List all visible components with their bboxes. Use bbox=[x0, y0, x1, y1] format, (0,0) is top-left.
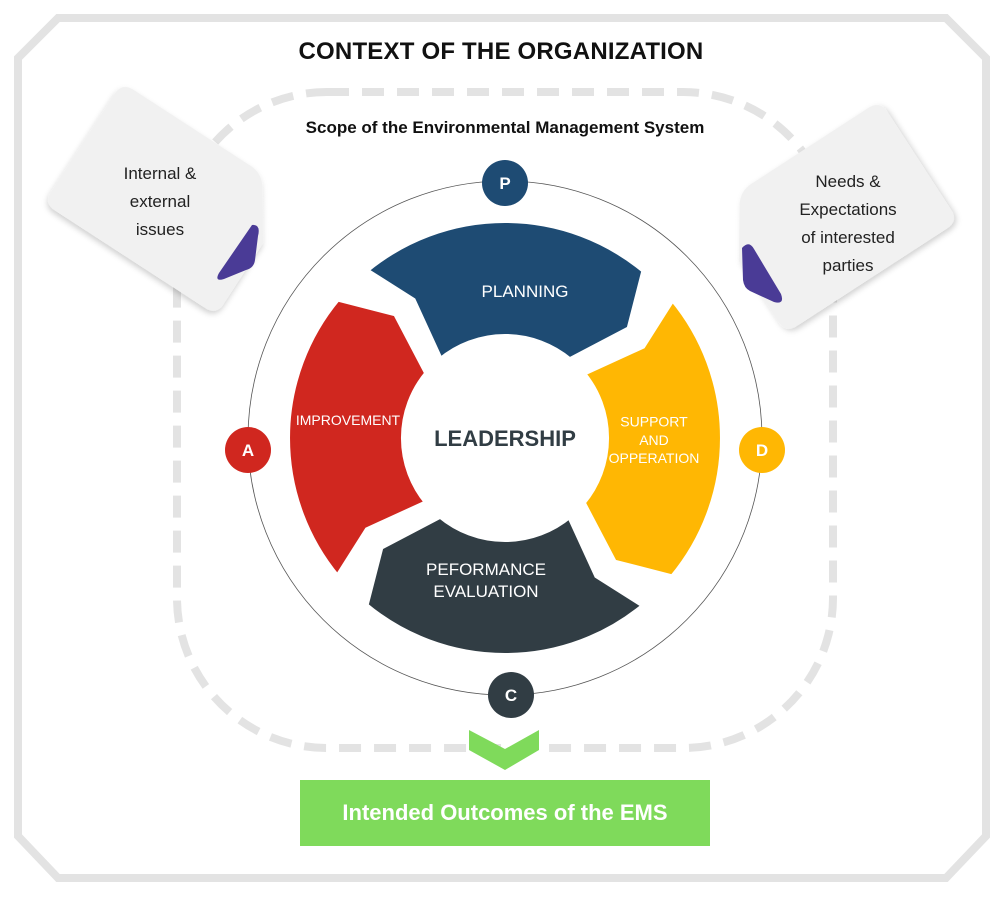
segment-label-performance: EVALUATION bbox=[433, 582, 538, 601]
marker-a bbox=[225, 427, 271, 473]
segment-performance bbox=[362, 510, 650, 659]
right-card-shape bbox=[738, 104, 954, 329]
scope-boundary bbox=[173, 88, 837, 752]
right-card-line: Needs & bbox=[815, 172, 881, 191]
segment-label-support: OPPERATION bbox=[609, 450, 700, 466]
marker-p bbox=[482, 160, 528, 206]
left-card-shape bbox=[48, 86, 264, 311]
marker-letter-p: P bbox=[499, 174, 510, 193]
right-card-line: Expectations bbox=[799, 200, 897, 219]
segment-label-support: SUPPORT bbox=[620, 414, 688, 430]
pdca-markers: P D C A bbox=[225, 160, 785, 718]
marker-d bbox=[739, 427, 785, 473]
intended-outcomes-box: Intended Outcomes of the EMS bbox=[300, 780, 710, 846]
page-title: CONTEXT OF THE ORGANIZATION bbox=[298, 38, 704, 65]
marker-letter-c: C bbox=[505, 686, 517, 705]
scope-label: Scope of the Environmental Management Sy… bbox=[305, 118, 705, 137]
segment-planning bbox=[360, 217, 648, 366]
segment-label-support: AND bbox=[639, 432, 669, 448]
segment-label-improvement: IMPROVEMENT bbox=[296, 412, 401, 428]
center-circle bbox=[408, 341, 602, 535]
right-card-accent-icon bbox=[742, 244, 783, 303]
left-card-line: issues bbox=[135, 220, 185, 239]
context-frame bbox=[14, 14, 990, 882]
segment-improvement bbox=[284, 295, 433, 583]
center-label: LEADERSHIP bbox=[434, 426, 576, 451]
right-card-line: of interested bbox=[801, 228, 895, 247]
left-card-line: Internal & bbox=[123, 164, 197, 183]
right-card-text: Needs & Expectations of interested parti… bbox=[778, 168, 918, 280]
left-card-line: external bbox=[129, 192, 191, 211]
right-card-line: parties bbox=[822, 256, 874, 275]
intended-outcomes-label: Intended Outcomes of the EMS bbox=[342, 800, 668, 825]
chevron-down-icon bbox=[469, 730, 539, 770]
marker-letter-a: A bbox=[242, 441, 254, 460]
left-card-text: Internal & external issues bbox=[100, 160, 220, 244]
segment-label-planning: PLANNING bbox=[482, 282, 569, 301]
left-card bbox=[48, 86, 264, 311]
segment-support bbox=[577, 293, 726, 581]
right-card bbox=[738, 104, 954, 329]
marker-c bbox=[488, 672, 534, 718]
segment-label-performance: PEFORMANCE bbox=[426, 560, 546, 579]
pdca-ring: PLANNING SUPPORT AND OPPERATION PEFORMANCE EV… bbox=[284, 217, 726, 659]
marker-letter-d: D bbox=[756, 441, 768, 460]
left-card-accent-icon bbox=[217, 224, 259, 280]
